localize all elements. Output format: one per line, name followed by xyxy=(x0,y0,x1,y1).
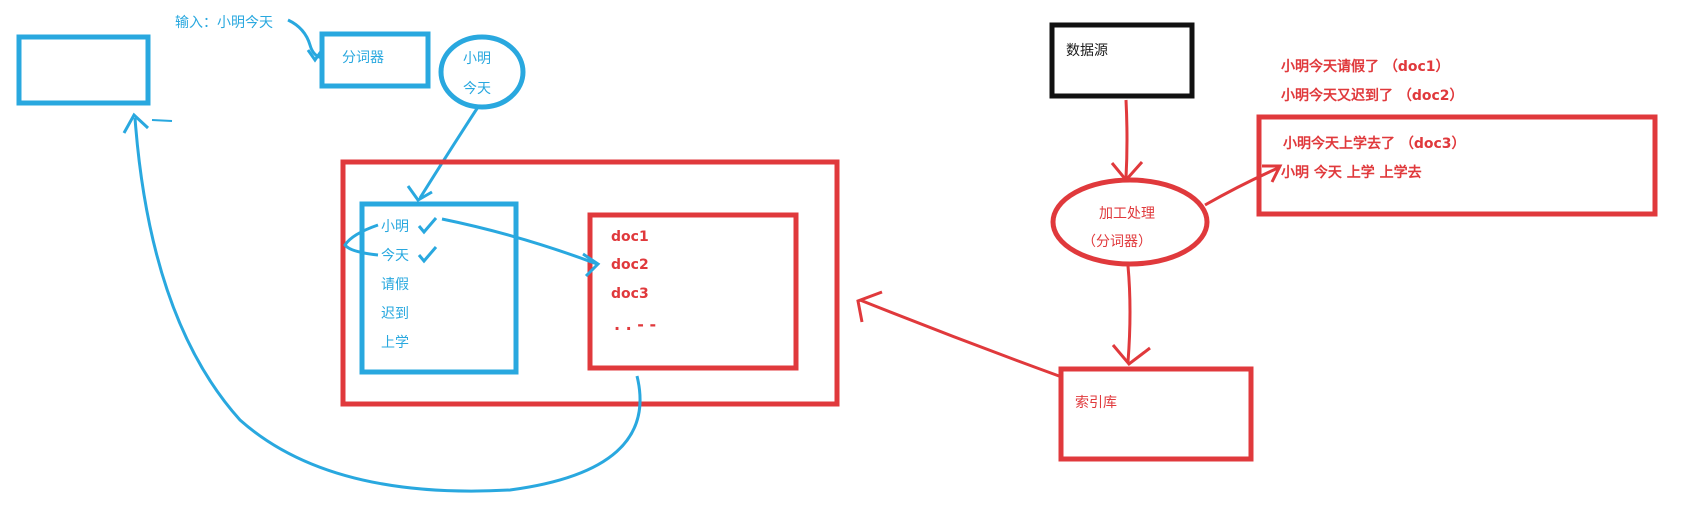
input-label: 输入：小明今天 xyxy=(175,15,273,31)
source-to-process-arrow xyxy=(1124,99,1129,179)
process-to-index-arrow xyxy=(1126,265,1132,363)
term-2: 今天 xyxy=(381,248,409,264)
process-doc3-arrowhead xyxy=(1262,164,1283,183)
process-to-doc3-arrow xyxy=(1204,166,1279,207)
bubble-arrowhead xyxy=(406,185,433,202)
tokenizer-box xyxy=(319,31,431,89)
term-5: 上学 xyxy=(381,335,409,351)
token-bubble-word-2: 今天 xyxy=(463,81,491,97)
check-icon xyxy=(417,246,438,264)
terms-box xyxy=(359,201,519,375)
process-ellipse xyxy=(1050,177,1210,267)
index-structure-outer xyxy=(340,159,840,407)
tokenizer-label: 分词器 xyxy=(342,50,384,66)
return-tail-tick xyxy=(151,119,173,122)
index-to-structure-arrow xyxy=(859,298,1060,378)
return-arrow xyxy=(133,117,642,493)
process-sub-label: （分词器） xyxy=(1082,234,1152,250)
process-index-arrowhead xyxy=(1111,344,1151,367)
input-to-tokenizer-arrow xyxy=(287,18,323,60)
process-label: 加工处理 xyxy=(1099,206,1155,222)
check-icon xyxy=(417,217,438,235)
term-4: 迟到 xyxy=(381,306,409,322)
result-box xyxy=(16,34,151,106)
posting-3: doc3 xyxy=(611,286,649,302)
index-structure-arrowhead xyxy=(856,290,883,323)
term-3: 请假 xyxy=(381,277,409,293)
terms-hook xyxy=(343,223,379,257)
posting-ellipsis: . . - - xyxy=(614,315,657,334)
input-arrowhead xyxy=(306,49,324,63)
doc-line-2: 小明今天又迟到了 （doc2） xyxy=(1281,88,1464,104)
data-source-label: 数据源 xyxy=(1066,43,1108,59)
bubble-to-terms-arrow xyxy=(418,106,480,199)
index-library-label: 索引库 xyxy=(1075,395,1117,411)
term-to-doc-arrow xyxy=(441,217,598,266)
token-bubble-word-1: 小明 xyxy=(463,51,491,67)
posting-2: doc2 xyxy=(611,257,649,273)
doc3-line: 小明今天上学去了 （doc3） xyxy=(1283,136,1466,152)
return-arrowhead xyxy=(122,112,150,134)
posting-1: doc1 xyxy=(611,229,649,245)
token-bubble-ellipse xyxy=(438,34,526,110)
term-doc-arrowhead xyxy=(582,252,601,278)
doc-line-1: 小明今天请假了 （doc1） xyxy=(1281,59,1450,75)
index-library-box xyxy=(1058,366,1254,462)
postings-box xyxy=(587,212,799,371)
doc3-tokens: 小明 今天 上学 上学去 xyxy=(1281,165,1422,181)
term-1: 小明 xyxy=(381,219,409,235)
doc3-box xyxy=(1256,114,1658,217)
data-source-box xyxy=(1049,22,1195,99)
